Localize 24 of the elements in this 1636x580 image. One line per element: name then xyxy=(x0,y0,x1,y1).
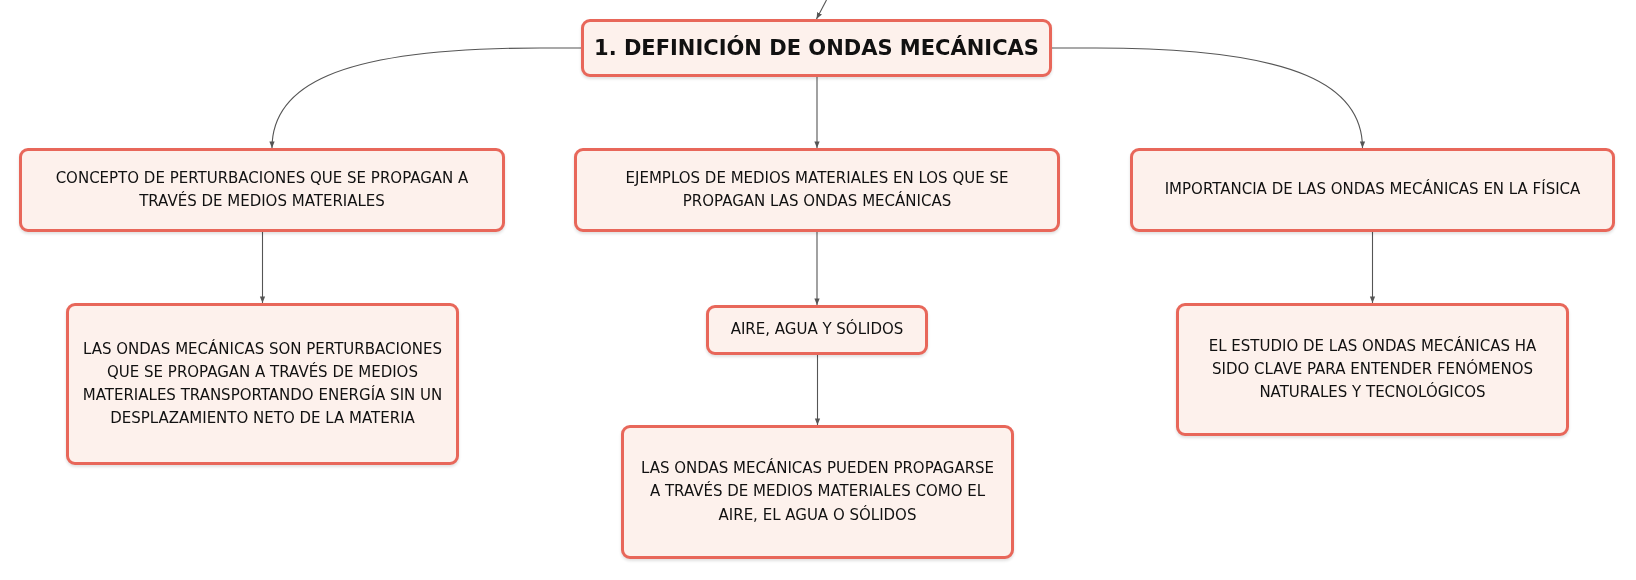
node-text: IMPORTANCIA DE LAS ONDAS MECÁNICAS EN LA FÍSICA xyxy=(1164,178,1581,201)
topic-box xyxy=(66,303,459,465)
arrow xyxy=(1051,47,1365,149)
topic-box xyxy=(1130,148,1615,232)
topic-box xyxy=(706,305,928,355)
arrow xyxy=(814,231,820,306)
topic-box xyxy=(574,148,1060,232)
topic-box xyxy=(19,148,505,232)
arrow xyxy=(814,354,821,426)
node-text: 1. DEFINICIÓN DE ONDAS MECÁNICAS xyxy=(594,34,1039,62)
node-text: LAS ONDAS MECÁNICAS PUEDEN PROPAGARSE A TRAVÉS DE MEDIOS MATERIALES COMO EL AIRE, EL AGUA O SÓLIDOS xyxy=(639,457,996,526)
arrow xyxy=(1369,231,1376,304)
node-text: EL ESTUDIO DE LAS ONDAS MECÁNICAS HA SIDO CLAVE PARA ENTENDER FENÓMENOS NATURALES Y TECNOLÓGICOS xyxy=(1207,335,1538,404)
node-text: LAS ONDAS MECÁNICAS SON PERTURBACIONES QUE SE PROPAGAN A TRAVÉS DE MEDIOS MATERIALES TRANSPORTANDO ENERGÍA SIN UN DESPLAZAMIENTO NETO DE LA MATERIA xyxy=(81,338,444,430)
arrow xyxy=(815,0,828,20)
arrow xyxy=(814,76,820,149)
node-text: EJEMPLOS DE MEDIOS MATERIALES EN LOS QUE SE PROPAGAN LAS ONDAS MECÁNICAS xyxy=(624,167,1010,212)
topic-box xyxy=(1176,303,1569,436)
arrow xyxy=(259,231,266,304)
topic-box xyxy=(621,425,1014,559)
node-text: AIRE, AGUA Y SÓLIDOS xyxy=(730,318,904,341)
title-box xyxy=(581,19,1052,77)
node-text: CONCEPTO DE PERTURBACIONES QUE SE PROPAGAN A TRAVÉS DE MEDIOS MATERIALES xyxy=(54,167,470,212)
arrow xyxy=(269,47,582,149)
